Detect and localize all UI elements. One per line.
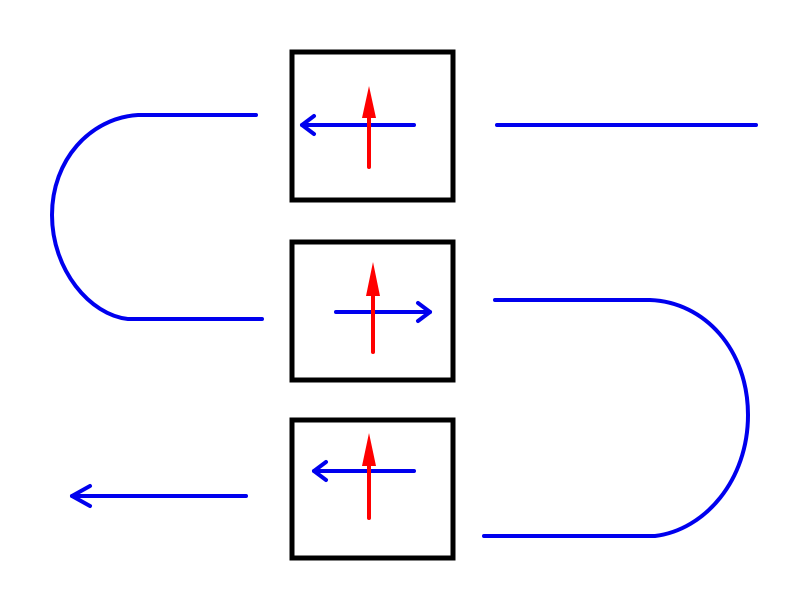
bottom-left-exit-arrowhead — [70, 484, 92, 508]
box-top — [289, 49, 456, 203]
box-top-blue-arrow-head — [300, 114, 316, 136]
box-bottom-blue-arrow-head — [312, 460, 328, 482]
box-top-red-arrow-head — [362, 86, 376, 118]
box-bottom-red-arrow-head — [362, 433, 376, 466]
box-bottom — [289, 417, 456, 561]
box-middle-blue-arrow-head — [416, 301, 432, 323]
box-middle — [289, 239, 456, 383]
box-middle-red-arrow-head — [366, 262, 380, 296]
left-loop-path — [50, 113, 264, 321]
right-loop-path — [482, 298, 750, 538]
